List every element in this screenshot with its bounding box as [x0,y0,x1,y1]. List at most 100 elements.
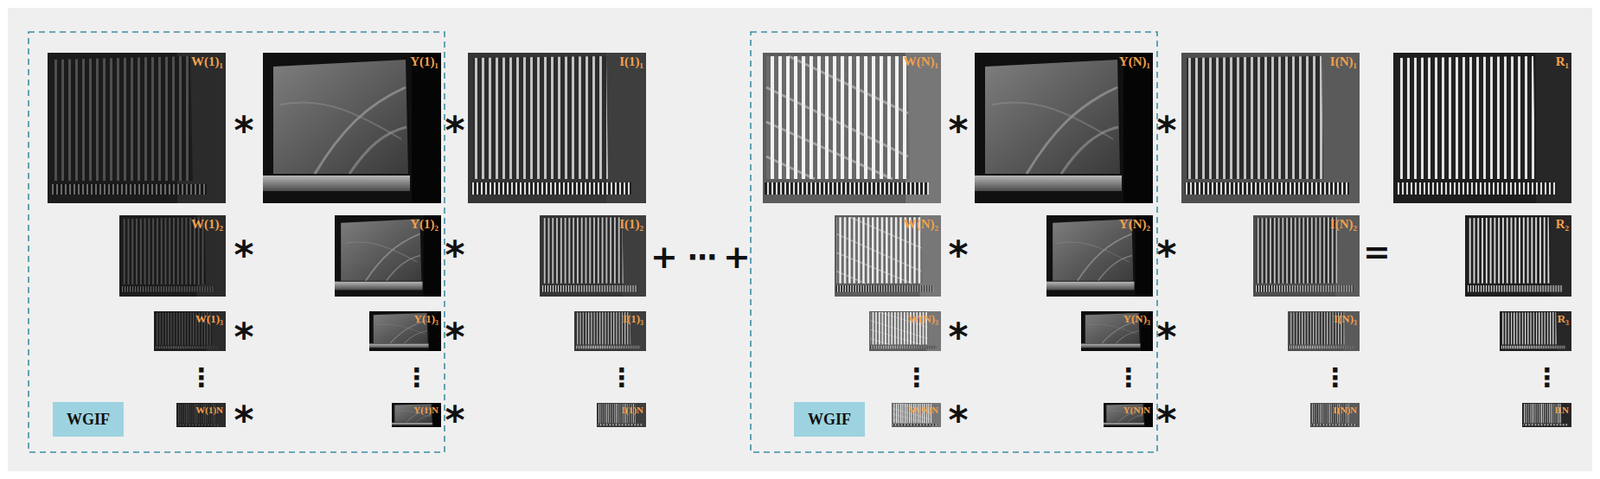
operator-symbol: ⋮ [1534,364,1561,391]
operator-symbol: ⋯ [687,242,717,272]
image-label: W(N)₃ [908,313,939,326]
image-tile: R₃ [1499,311,1572,352]
guide-image [1081,311,1153,352]
method-name: WGIF [807,410,852,429]
operator-symbol: * [233,401,254,440]
image-label: W(N)₂ [903,217,939,232]
operator-symbol: ⋮ [403,364,430,391]
guide-image [1103,403,1153,428]
image-label: W(1)₁ [191,54,224,70]
image-tile: W(1)₂ [119,215,226,297]
operator-symbol: * [1156,236,1177,275]
image-tile: Y(1)₁ [262,52,442,204]
result-image [1522,403,1572,428]
method-tag: WGIF [793,402,865,437]
image-label: I(1)N [621,404,644,416]
image-label: I(N)₁ [1330,54,1357,70]
operator-symbol: ⋮ [903,364,930,391]
input-image [1253,215,1360,297]
image-tile: Y(N)₂ [1046,215,1153,297]
operator-symbol: ⋮ [608,364,635,391]
input-image [1181,52,1360,204]
operator-symbol: * [947,111,968,150]
result-image [1465,215,1572,297]
guide-image [974,52,1153,204]
image-label: Y(N)₃ [1123,313,1151,326]
image-tile: I(N)₂ [1253,215,1360,297]
image-tile: I(N)₁ [1181,52,1360,204]
operator-symbol: * [444,318,465,357]
image-tile: W(N)₁ [762,52,941,204]
image-label: I(1)₂ [619,217,644,232]
weight-image [119,215,226,297]
image-tile: Y(N)₃ [1081,311,1153,352]
weight-image [176,403,226,428]
image-tile: W(1)₃ [153,311,226,352]
operator-symbol: * [1156,111,1177,150]
image-tile: R₂ [1465,215,1572,297]
image-tile: I(1)₁ [467,52,647,204]
image-tile: I(N)N [1310,403,1360,428]
weight-image [153,311,226,352]
image-label: I(N)₂ [1330,217,1357,232]
operator-symbol: * [947,318,968,357]
image-tile: W(N)N [891,403,941,428]
image-label: W(1)₃ [195,313,224,326]
image-tile: I(N)₃ [1287,311,1360,352]
operator-symbol: * [1156,318,1177,357]
operator-symbol: * [444,401,465,440]
image-tile: I(1)₃ [574,311,647,352]
image-tile: W(N)₃ [869,311,941,352]
operator-symbol: * [1156,401,1177,440]
image-label: W(1)N [195,404,224,416]
operator-symbol: * [444,111,465,150]
result-image [1499,311,1572,352]
guide-image [391,403,442,428]
image-label: W(1)₂ [191,217,224,232]
image-tile: R₁ [1393,52,1572,204]
result-image [1393,52,1572,204]
image-label: W(N)N [908,404,939,416]
figure-panel [7,7,1593,472]
image-tile: Y(N)₁ [974,52,1153,204]
guide-image [1046,215,1153,297]
image-label: I(N)₃ [1333,313,1357,326]
operator-symbol: ⋮ [188,364,215,391]
image-tile: Y(N)N [1103,403,1153,428]
dashed-group [28,32,445,453]
input-image [574,311,647,352]
operator-symbol: ⋮ [1115,364,1142,391]
weight-image [47,52,226,204]
operator-symbol: * [233,111,254,150]
image-label: I(1)₃ [622,313,644,326]
input-image [596,403,647,428]
weight-image [834,215,941,297]
operator-symbol: * [444,236,465,275]
weight-image [891,403,941,428]
input-image [539,215,647,297]
dashed-group [750,32,1158,453]
image-label: Y(N)₁ [1119,54,1151,70]
image-label: I(1)₁ [619,54,644,70]
image-tile: I(1)₂ [539,215,647,297]
guide-image [334,215,442,297]
image-label: Y(1)₂ [409,217,439,232]
guide-image [369,311,442,352]
operator-symbol: * [947,236,968,275]
operator-symbol: = [1363,235,1391,269]
image-label: Y(1)₃ [414,313,439,326]
image-thumbnails [47,52,1572,428]
input-image [467,52,647,204]
operator-symbol: * [233,318,254,357]
image-tile: I(1)N [596,403,647,428]
image-label: I(N)N [1333,404,1358,416]
image-label: Y(N)₂ [1119,217,1151,232]
input-image [1287,311,1360,352]
image-label: W(N)₁ [903,54,939,70]
operator-symbol: * [947,401,968,440]
image-label: R₁ [1555,54,1569,70]
image-tile: W(1)N [176,403,226,428]
image-tile: Y(1)₃ [369,311,442,352]
image-tile: W(1)₁ [47,52,226,204]
